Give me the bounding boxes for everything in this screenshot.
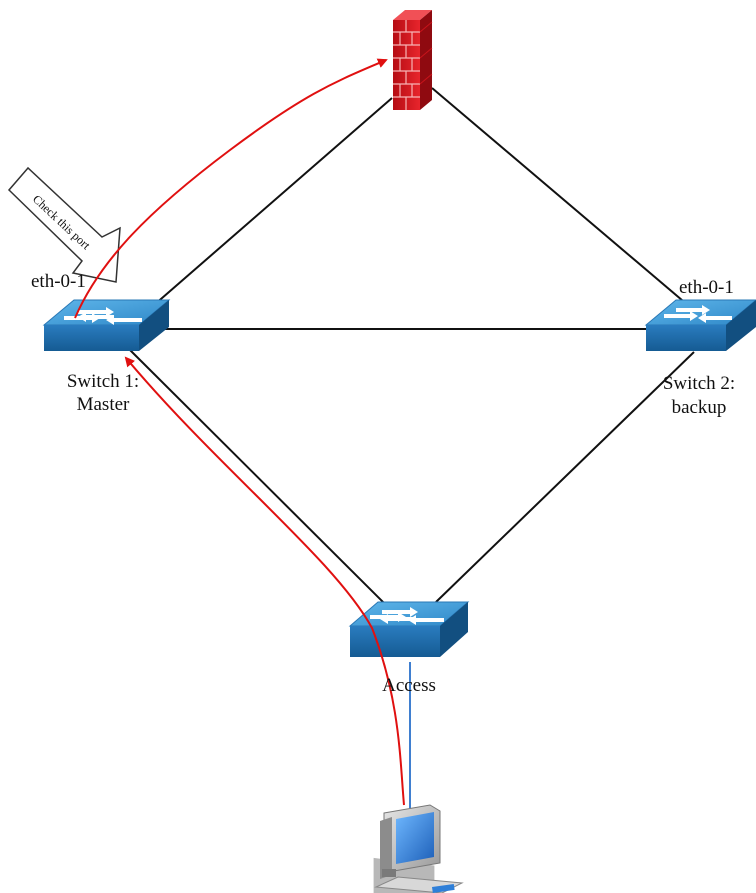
check-port-callout-arrow: Check this port — [7, 166, 121, 283]
traffic-path-from-workstation — [124, 356, 405, 806]
access-switch-icon — [348, 601, 470, 657]
switch2-port-label: eth-0-1 — [679, 277, 734, 298]
switch2-label-line1: Switch 2: — [662, 373, 736, 394]
link-switch2-access — [435, 351, 695, 603]
switch1-port-label: eth-0-1 — [31, 271, 86, 292]
switch1-label-line1: Switch 1: — [66, 371, 140, 392]
switch1-label-line2: Master — [76, 394, 130, 415]
access-label: Access — [382, 675, 436, 696]
firewall-icon — [393, 10, 433, 110]
switch1-icon — [42, 299, 171, 351]
traffic-path-to-firewall — [74, 58, 388, 319]
traffic-path — [74, 58, 405, 806]
link-switch1-access — [129, 349, 387, 606]
workstation-icon — [373, 804, 464, 893]
network-links — [129, 87, 697, 606]
switch2-label-line2: backup — [671, 397, 727, 418]
switch2-icon — [644, 299, 756, 351]
link-firewall-switch1 — [145, 97, 393, 313]
link-firewall-switch2 — [431, 87, 697, 313]
